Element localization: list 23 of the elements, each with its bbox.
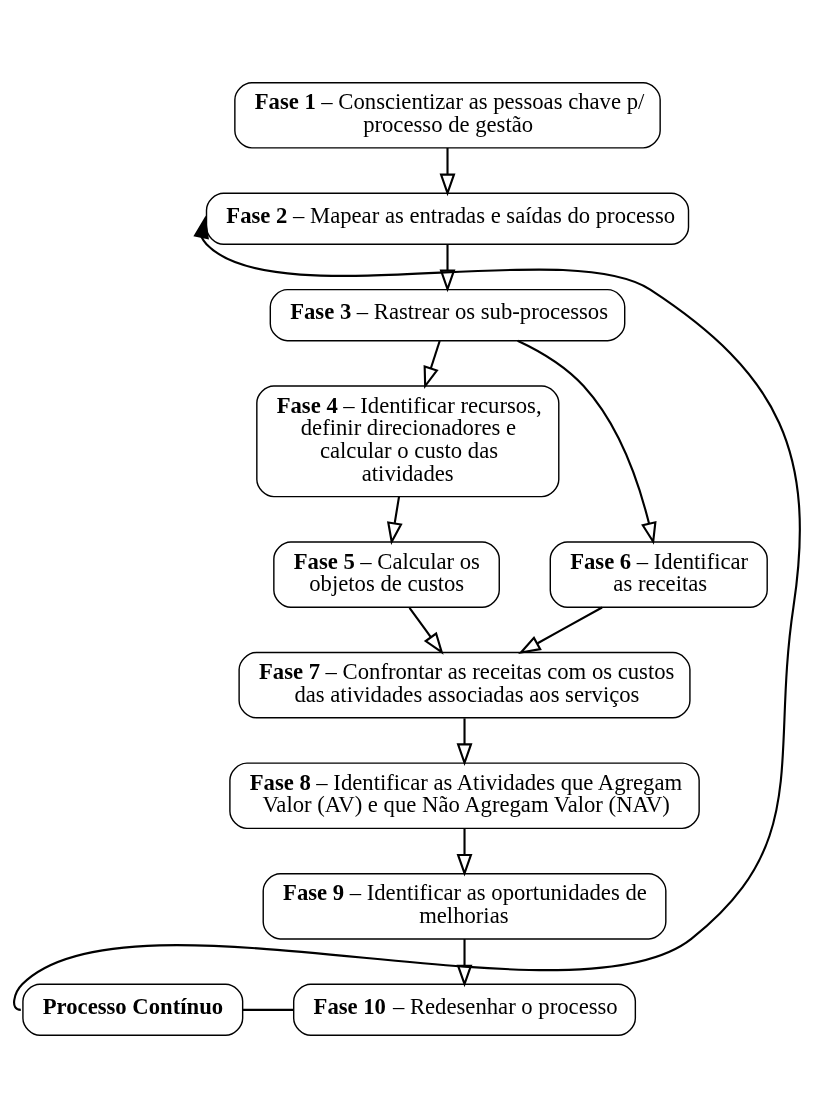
node-box: Fase 5 – Calcular os objetos de custos [273,541,500,608]
arrow [15,215,801,1011]
arrow [456,828,473,877]
node-box: Fase 7 – Confrontar as receitas com os custos das atividades associadas aos serviços [238,651,691,719]
node-box: Fase 6 – Identificar as receitas [549,541,768,608]
arrow [423,340,441,390]
node-box: Processo Contínuo [22,983,244,1037]
arrow [456,718,473,767]
node-box: Fase 9 – Identificar as oportunidades de melhorias [262,873,667,940]
node-box: Fase 2 – Mapear as entradas e saídas do processo [205,192,690,245]
arrow [439,148,456,197]
arrow [408,607,444,655]
node-box: Fase 3 – Rastrear os sub-processos [269,288,626,342]
connector [242,1008,294,1011]
node-box: Fase 8 – Identificar as Atividades que Agregam Valor (AV) e que Não Agregam Valor (NAV) [229,762,700,830]
arrow [386,496,403,545]
node-box: Fase 4 – Identificar recursos, definir direcionadores e calcular o custo das atividades [256,385,560,498]
arrow [456,939,473,988]
arrow [517,339,657,545]
node-box: Fase 10 – Redesenhar o processo [293,983,637,1037]
arrow [439,244,456,293]
node-box: Fase 1 – Conscientizar as pessoas chave p/ processo de gestão [234,81,661,149]
arrow [518,606,603,654]
